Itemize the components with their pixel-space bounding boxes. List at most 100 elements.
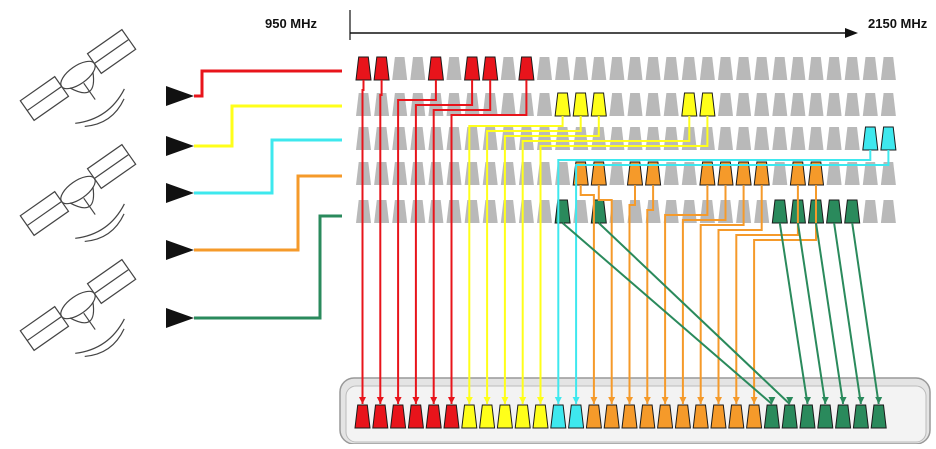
route-arrowhead: [537, 397, 544, 404]
input-orange-carrier: [789, 161, 806, 186]
input-red-carrier: [518, 56, 535, 81]
input-empty-slot: [844, 127, 860, 150]
route-green: [833, 222, 862, 405]
input-empty-slot: [880, 162, 896, 185]
route-cyan: [575, 150, 890, 404]
input-empty-slot: [826, 162, 842, 185]
input-orange-carrier: [626, 161, 644, 186]
feed-line-orange: [194, 174, 342, 252]
input-empty-slot: [826, 57, 842, 80]
input-empty-slot: [736, 127, 752, 150]
route-arrowhead: [590, 397, 598, 404]
input-empty-slot: [681, 57, 697, 80]
route-orange: [681, 185, 727, 404]
route-arrowhead: [750, 397, 758, 404]
input-empty-slot: [645, 200, 661, 223]
input-empty-slot: [537, 200, 552, 223]
route-red: [361, 80, 365, 404]
input-empty-slot: [609, 57, 625, 80]
route-arrowhead: [359, 397, 366, 404]
input-empty-slot: [699, 57, 715, 80]
input-empty-slot: [645, 127, 661, 150]
route-arrowhead: [519, 397, 527, 404]
input-orange-carrier: [807, 161, 825, 186]
output-yellow-carrier: [479, 404, 496, 429]
route-arrowhead: [608, 397, 616, 404]
satellite-1-body: [60, 60, 96, 90]
route-arrowhead: [394, 397, 402, 404]
route-orange: [646, 185, 655, 404]
input-empty-slot: [537, 93, 552, 116]
input-empty-slot: [609, 200, 625, 223]
input-red-carrier: [464, 56, 481, 81]
input-empty-slot: [410, 127, 426, 150]
input-green-carrier: [826, 199, 843, 224]
route-green: [561, 222, 773, 405]
input-empty-slot: [446, 200, 462, 223]
input-empty-slot: [428, 200, 444, 223]
input-red-carrier: [355, 56, 372, 81]
input-empty-slot: [482, 162, 498, 185]
feed-line-green: [194, 214, 342, 320]
input-empty-slot: [772, 57, 788, 80]
route-arrowhead: [839, 397, 847, 404]
input-empty-slot: [518, 200, 534, 223]
input-empty-slot: [374, 127, 390, 150]
input-orange-carrier: [717, 161, 734, 186]
input-empty-slot: [374, 200, 390, 223]
input-empty-slot: [880, 93, 896, 116]
input-orange-carrier: [699, 161, 716, 186]
input-empty-slot: [718, 93, 733, 116]
input-empty-slot: [500, 57, 516, 80]
input-empty-slot: [392, 127, 408, 150]
input-empty-slot: [446, 127, 462, 150]
output-green-carrier: [852, 404, 869, 429]
input-empty-slot: [500, 93, 516, 116]
route-arrowhead: [554, 397, 562, 404]
input-yellow-carrier: [699, 92, 716, 117]
input-empty-slot: [627, 57, 643, 80]
input-empty-slot: [464, 162, 480, 185]
output-orange-carrier: [692, 404, 709, 429]
input-green-carrier: [844, 199, 861, 224]
route-red: [397, 80, 437, 404]
input-orange-carrier: [735, 161, 752, 186]
route-arrowhead: [804, 397, 811, 404]
route-orange: [628, 185, 636, 404]
axis-arrowhead: [845, 28, 858, 38]
input-empty-slot: [844, 93, 860, 116]
satellite-2-body: [60, 175, 96, 205]
input-empty-slot: [518, 162, 534, 185]
input-empty-slot: [790, 57, 806, 80]
input-empty-slot: [826, 93, 842, 116]
input-orange-carrier: [753, 161, 770, 186]
route-arrowhead: [715, 397, 722, 404]
lnb-arrow-1: [166, 86, 194, 106]
input-empty-slot: [681, 162, 697, 185]
route-orange: [699, 185, 745, 404]
input-empty-slot: [591, 57, 607, 80]
input-empty-slot: [826, 127, 842, 150]
feed-line-red: [194, 69, 342, 98]
input-empty-slot: [754, 93, 770, 116]
output-green-carrier: [763, 404, 780, 429]
input-empty-slot: [736, 57, 752, 80]
route-green: [598, 222, 791, 405]
route-arrowhead: [857, 397, 865, 404]
satellite-1: [19, 28, 137, 128]
input-empty-slot: [645, 93, 661, 116]
input-empty-slot: [808, 93, 824, 116]
output-yellow-carrier: [514, 404, 531, 429]
input-empty-slot: [736, 93, 752, 116]
input-empty-slot: [808, 127, 824, 150]
input-empty-slot: [754, 127, 770, 150]
input-empty-slot: [681, 200, 697, 223]
lnb-arrow-3: [166, 183, 194, 203]
input-empty-slot: [537, 127, 552, 150]
output-red-carrier: [407, 404, 424, 429]
route-arrowhead: [376, 397, 384, 404]
input-empty-slot: [627, 127, 643, 150]
route-green: [851, 222, 880, 405]
route-yellow: [539, 116, 709, 404]
